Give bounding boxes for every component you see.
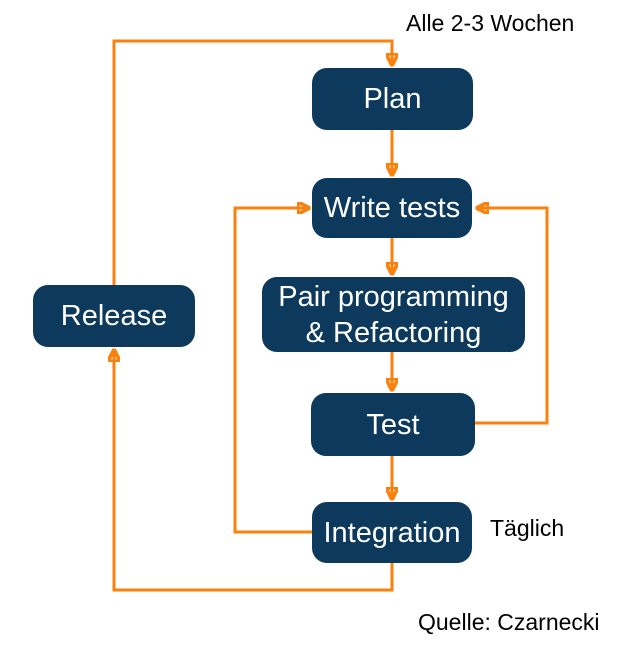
arrow-integration-to-write-tests <box>233 208 312 534</box>
node-plan-label: Plan <box>363 83 422 115</box>
cycle-label-weeks: Alle 2-3 Wochen <box>406 10 575 36</box>
node-integration-label: Integration <box>323 516 461 549</box>
node-release: Release <box>33 285 195 347</box>
cycle-label-daily: Täglich <box>490 515 565 541</box>
node-pair-programming: Pair programming & Refactoring <box>262 277 525 352</box>
node-write-tests-label: Write tests <box>323 192 461 224</box>
node-test: Test <box>311 393 475 456</box>
node-pair-programming-line2: & Refactoring <box>305 316 482 349</box>
node-release-label: Release <box>60 300 168 332</box>
node-write-tests: Write tests <box>312 178 472 238</box>
node-test-label: Test <box>366 408 420 441</box>
node-integration: Integration <box>312 502 472 563</box>
node-plan: Plan <box>312 68 473 130</box>
source-credit: Quelle: Czarnecki <box>418 609 600 635</box>
node-pair-programming-line1: Pair programming <box>278 280 509 313</box>
